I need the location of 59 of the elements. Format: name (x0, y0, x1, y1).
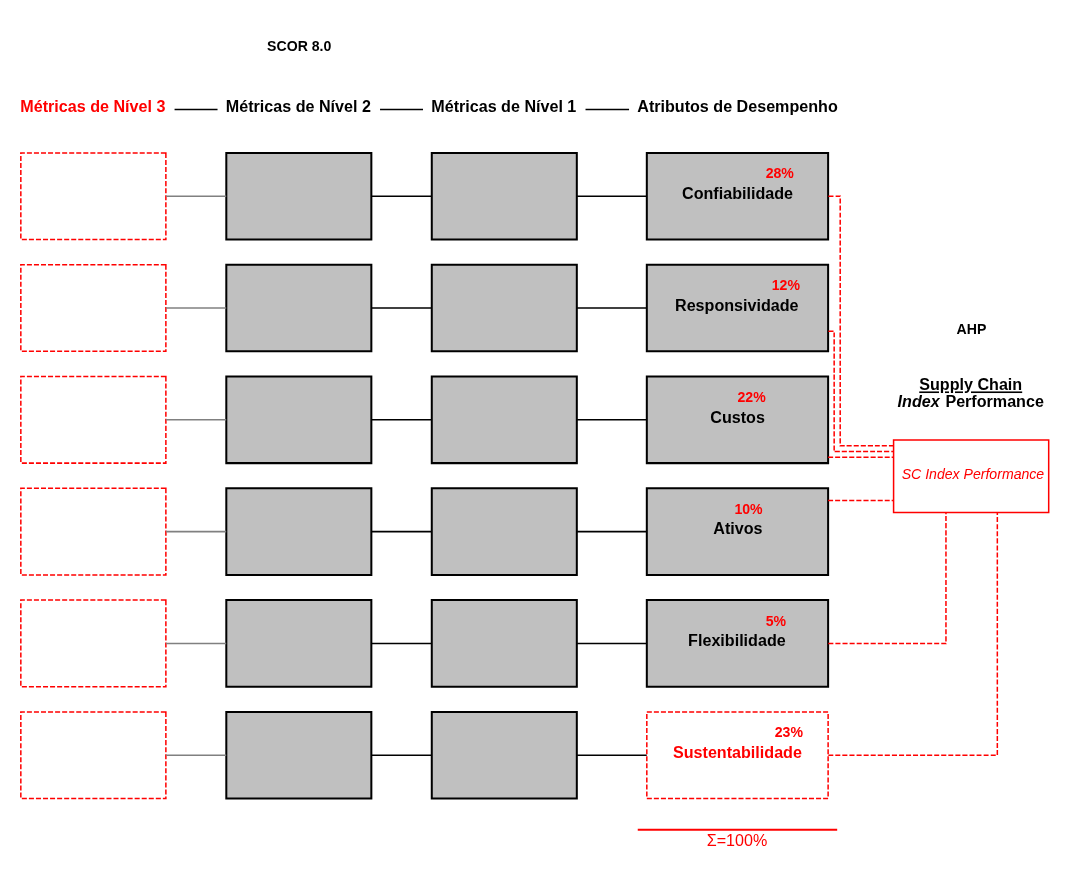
connector (370, 419, 433, 421)
node-box (430, 710, 578, 800)
node-box (225, 263, 373, 353)
connector (379, 108, 424, 111)
node-box (225, 151, 373, 241)
connector (370, 195, 433, 197)
node-box: 10% Ativos (645, 487, 830, 576)
connector (827, 511, 947, 645)
node-box (20, 152, 167, 241)
node-box (225, 375, 373, 465)
node-text: Métricas de Nível 1 (431, 97, 577, 116)
connector (370, 530, 433, 533)
connector (165, 195, 227, 197)
node-box (225, 710, 373, 800)
node-box (430, 487, 578, 576)
connector (584, 108, 630, 111)
label: Σ=100% (706, 830, 768, 849)
label: SCOR 8.0 (267, 37, 332, 54)
connector (165, 642, 227, 645)
connector (827, 330, 895, 453)
node-box (225, 487, 373, 576)
node-box (20, 487, 167, 576)
node-box (225, 599, 373, 688)
node-box (20, 263, 167, 353)
connector (827, 499, 895, 502)
connector (576, 754, 648, 756)
node-box (20, 711, 167, 800)
connector (165, 530, 227, 533)
node-text: Métricas de Nível 3 (20, 97, 166, 116)
connector (827, 511, 999, 756)
node-text: Métricas de Nível 2 (225, 97, 371, 116)
connector (576, 530, 648, 533)
connector (576, 419, 648, 421)
node-box (430, 599, 578, 688)
connector (576, 195, 648, 197)
connector (370, 307, 433, 309)
connector (370, 754, 433, 756)
node-box (20, 375, 167, 464)
node-box: 28% Confiabilidade (645, 151, 830, 241)
node-text: Atributos de Desempenho (637, 97, 838, 116)
node-box: 5% Flexibilidade (645, 599, 830, 688)
connector (370, 642, 433, 645)
node-box (430, 151, 578, 241)
connector (165, 307, 227, 309)
node-box: 23% Sustentabilidade (646, 711, 829, 800)
connector (165, 419, 227, 421)
connector (576, 307, 648, 309)
connector (576, 642, 648, 645)
label: Supply Chain Index Performance (897, 375, 1044, 410)
node-box (430, 375, 578, 465)
node-box: 12% Responsividade (645, 263, 830, 353)
node-box: SC Index Performance (892, 439, 1050, 514)
connector (165, 754, 227, 756)
node-box (20, 599, 167, 688)
connector (827, 456, 895, 459)
node-box: 22% Custos (645, 375, 830, 465)
connector (173, 108, 219, 111)
node-box (430, 263, 578, 353)
label: AHP (956, 320, 987, 337)
